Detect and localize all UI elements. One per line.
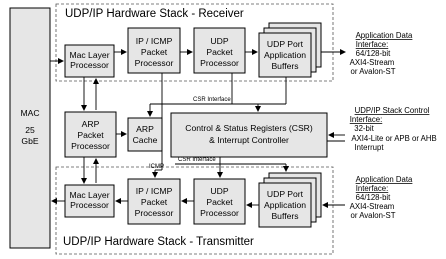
arp-cache: ARP Cache — [127, 117, 163, 152]
tx-mac-layer-processor: Mac Layer Processor — [64, 184, 115, 218]
svg-text:UDP Port: UDP Port — [267, 39, 304, 49]
svg-text:Processor: Processor — [70, 60, 109, 70]
mac-speed-unit: GbE — [21, 136, 38, 146]
svg-text:Interface:: Interface: — [356, 184, 389, 193]
svg-text:Application: Application — [264, 50, 306, 60]
receiver-stack-title: UDP/IP Hardware Stack - Receiver — [65, 8, 244, 20]
svg-text:IP / ICMP: IP / ICMP — [136, 36, 173, 46]
svg-text:ARP: ARP — [82, 119, 100, 129]
svg-text:Processor: Processor — [71, 141, 110, 151]
tx-ip-icmp-packet-processor: IP / ICMP Packet Processor — [127, 178, 181, 225]
svg-text:Interface:: Interface: — [350, 115, 383, 124]
svg-text:UDP: UDP — [210, 36, 228, 46]
rx-application-data-interface-label: Application Data Interface: 64/128-bit A… — [350, 31, 413, 76]
svg-text:Processor: Processor — [70, 200, 109, 210]
svg-text:AXI4-Stream: AXI4-Stream — [350, 58, 395, 67]
rx-ip-icmp-packet-processor: IP / ICMP Packet Processor — [127, 27, 181, 74]
svg-text:Interrupt: Interrupt — [354, 143, 384, 152]
svg-text:32-bit: 32-bit — [354, 124, 374, 133]
svg-text:UDP: UDP — [210, 186, 228, 196]
rx-mac-layer-processor: Mac Layer Processor — [64, 44, 115, 78]
svg-text:Processor: Processor — [200, 208, 239, 218]
svg-text:Packet: Packet — [141, 47, 168, 57]
svg-text:Packet: Packet — [206, 47, 233, 57]
arp-packet-processor: ARP Packet Processor — [64, 111, 117, 158]
csr-interface-bottom-label: CSR Interface — [178, 157, 216, 163]
svg-text:Interface:: Interface: — [356, 40, 389, 49]
receiver-stack-container — [55, 3, 334, 82]
svg-text:64/128-bit: 64/128-bit — [356, 193, 392, 202]
rx-udp-packet-processor: UDP Packet Processor — [193, 27, 246, 74]
rx-udp-port-application-buffers: UDP Port Application Buffers — [258, 22, 322, 78]
csr-interface-top-label: CSR Interface — [193, 97, 231, 103]
svg-text:Processor: Processor — [135, 58, 174, 68]
svg-text:Application Data: Application Data — [356, 175, 413, 184]
stack-control-interface-label: UDP/IP Stack Control Interface: 32-bit A… — [350, 106, 437, 152]
svg-text:IP / ICMP: IP / ICMP — [136, 186, 173, 196]
svg-text:UDP/IP Stack Control: UDP/IP Stack Control — [355, 106, 430, 115]
svg-text:64/128-bit: 64/128-bit — [356, 49, 392, 58]
svg-text:or Avalon-ST: or Avalon-ST — [351, 67, 396, 76]
svg-text:Packet: Packet — [206, 197, 233, 207]
svg-text:Control & Status Registers (CS: Control & Status Registers (CSR) — [185, 123, 313, 133]
svg-text:Buffers: Buffers — [271, 211, 298, 221]
svg-text:ARP: ARP — [136, 124, 154, 134]
tx-udp-port-application-buffers: UDP Port Application Buffers — [258, 172, 322, 228]
svg-text:& Interrupt Controller: & Interrupt Controller — [209, 135, 289, 145]
svg-text:Application Data: Application Data — [356, 31, 413, 40]
svg-text:Mac Layer: Mac Layer — [69, 50, 109, 60]
svg-text:Buffers: Buffers — [271, 61, 298, 71]
transmitter-stack-container — [55, 166, 334, 255]
svg-text:Application: Application — [264, 200, 306, 210]
svg-text:or Avalon-ST: or Avalon-ST — [351, 211, 396, 220]
svg-text:Cache: Cache — [133, 135, 158, 145]
svg-text:Packet: Packet — [77, 130, 104, 140]
mac-speed-number: 25 — [25, 125, 35, 135]
tx-application-data-interface-label: Application Data Interface: 64/128-bit A… — [350, 175, 413, 220]
svg-text:UDP Port: UDP Port — [267, 189, 304, 199]
icmp-label: ICMP — [149, 164, 164, 170]
mac-block: MAC 25 GbE — [9, 7, 51, 249]
svg-text:AXI4-Lite or APB or AHB: AXI4-Lite or APB or AHB — [351, 134, 436, 143]
svg-text:Mac Layer: Mac Layer — [69, 190, 109, 200]
svg-text:Processor: Processor — [200, 58, 239, 68]
tx-udp-packet-processor: UDP Packet Processor — [193, 178, 246, 225]
svg-text:Packet: Packet — [141, 197, 168, 207]
line-csr-interface-top-udp — [231, 73, 233, 105]
svg-text:Processor: Processor — [135, 208, 174, 218]
transmitter-stack-title: UDP/IP Hardware Stack - Transmitter — [63, 236, 254, 248]
csr-interrupt-controller: Control & Status Registers (CSR) & Inter… — [170, 112, 328, 158]
svg-text:AXI4-Stream: AXI4-Stream — [350, 202, 395, 211]
mac-label: MAC — [20, 108, 39, 118]
